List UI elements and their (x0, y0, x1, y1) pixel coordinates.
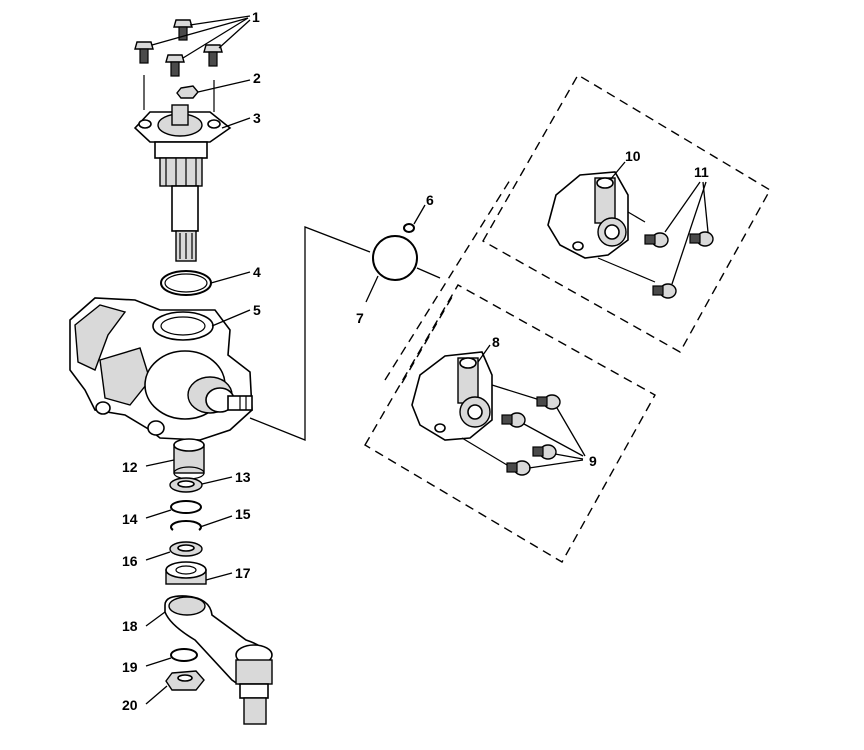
o-ring-seal (160, 270, 251, 296)
retaining-ring (170, 515, 233, 531)
callout-18: 18 (122, 618, 138, 634)
bolt-group-1 (134, 15, 251, 112)
pitman-arm (145, 595, 273, 725)
detail-box-upper (482, 74, 771, 353)
detail-box-lower (364, 284, 656, 563)
callout-16: 16 (122, 553, 138, 569)
pump-adapter-lower (411, 344, 541, 469)
bolt (536, 394, 561, 410)
bolt (644, 232, 669, 248)
callout-12: 12 (122, 459, 138, 475)
pump-adapter-upper (547, 161, 656, 283)
bolt (173, 19, 193, 41)
callout-3: 3 (253, 110, 261, 126)
housing-cover-input-shaft (133, 104, 251, 262)
large-o-ring (365, 235, 418, 303)
callout-11: 11 (694, 164, 709, 180)
callout-20: 20 (122, 697, 138, 713)
lock-washer (145, 648, 198, 667)
bolt (506, 460, 531, 476)
callout-6: 6 (426, 192, 434, 208)
callout-17: 17 (235, 565, 251, 581)
connector-lines (249, 179, 511, 441)
steering-gear-housing (69, 297, 253, 441)
bolt (203, 44, 223, 67)
dust-washer (145, 500, 202, 519)
bolt (165, 54, 185, 77)
small-seal-ring (403, 204, 426, 233)
callout-5: 5 (253, 302, 261, 318)
seal-washer (169, 476, 233, 493)
bolt-group-11 (644, 181, 714, 299)
bolt (689, 231, 714, 247)
adjuster-nut (176, 79, 251, 99)
callout-8: 8 (492, 334, 500, 350)
callout-9: 9 (589, 453, 597, 469)
callout-4: 4 (253, 264, 261, 280)
seal-ring (145, 541, 203, 561)
callout-10: 10 (625, 148, 641, 164)
callout-13: 13 (235, 469, 251, 485)
callout-1: 1 (252, 9, 260, 25)
bolt-group-9 (501, 394, 586, 476)
bolt (501, 412, 526, 428)
callout-19: 19 (122, 659, 138, 675)
shaft-seal (165, 561, 233, 585)
bolt (134, 41, 154, 64)
needle-bearing (145, 438, 205, 480)
bolt (652, 283, 677, 299)
callout-7: 7 (356, 310, 364, 326)
pitman-arm-nut (145, 670, 205, 705)
callout-14: 14 (122, 511, 138, 527)
callout-2: 2 (253, 70, 261, 86)
callout-labels: 1 2 3 4 5 6 7 8 9 10 11 12 13 14 15 16 1… (122, 9, 709, 713)
bolt (532, 444, 557, 460)
callout-15: 15 (235, 506, 251, 522)
